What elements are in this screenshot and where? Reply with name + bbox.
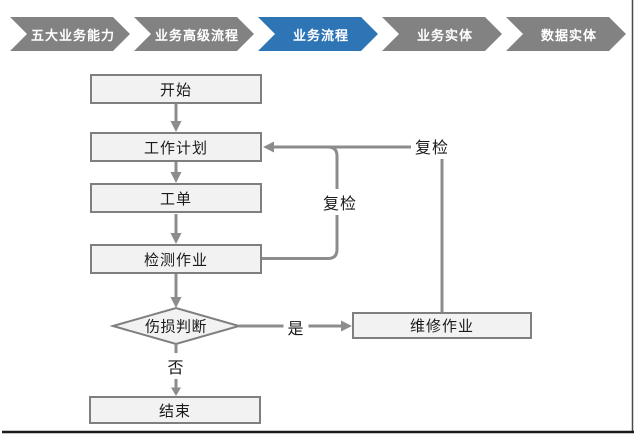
- nav-step-business-process[interactable]: 业务流程: [258, 17, 378, 51]
- edge-label-recheck-inner: 复检: [318, 189, 362, 215]
- nav-step-five-capabilities[interactable]: 五大业务能力: [10, 17, 130, 51]
- flow-node-plan: 工作计划: [90, 132, 262, 162]
- flow-node-order: 工单: [90, 183, 262, 213]
- nav-step-data-entity[interactable]: 数据实体: [506, 17, 626, 51]
- arrow-repair-to-plan-recheck: [274, 145, 444, 312]
- nav-step-high-level-process[interactable]: 业务高级流程: [134, 17, 254, 51]
- flow-node-inspect: 检测作业: [90, 244, 262, 274]
- nav-step-business-entity[interactable]: 业务实体: [382, 17, 502, 51]
- flow-node-decision-label: 伤损判断: [144, 318, 208, 336]
- flow-node-end: 结束: [89, 396, 261, 424]
- edge-label-no: 否: [163, 353, 189, 379]
- flow-node-repair: 维修作业: [352, 312, 532, 339]
- flow-node-start: 开始: [90, 74, 262, 104]
- edge-label-yes: 是: [283, 314, 309, 340]
- edge-label-recheck-outer: 复检: [410, 133, 454, 159]
